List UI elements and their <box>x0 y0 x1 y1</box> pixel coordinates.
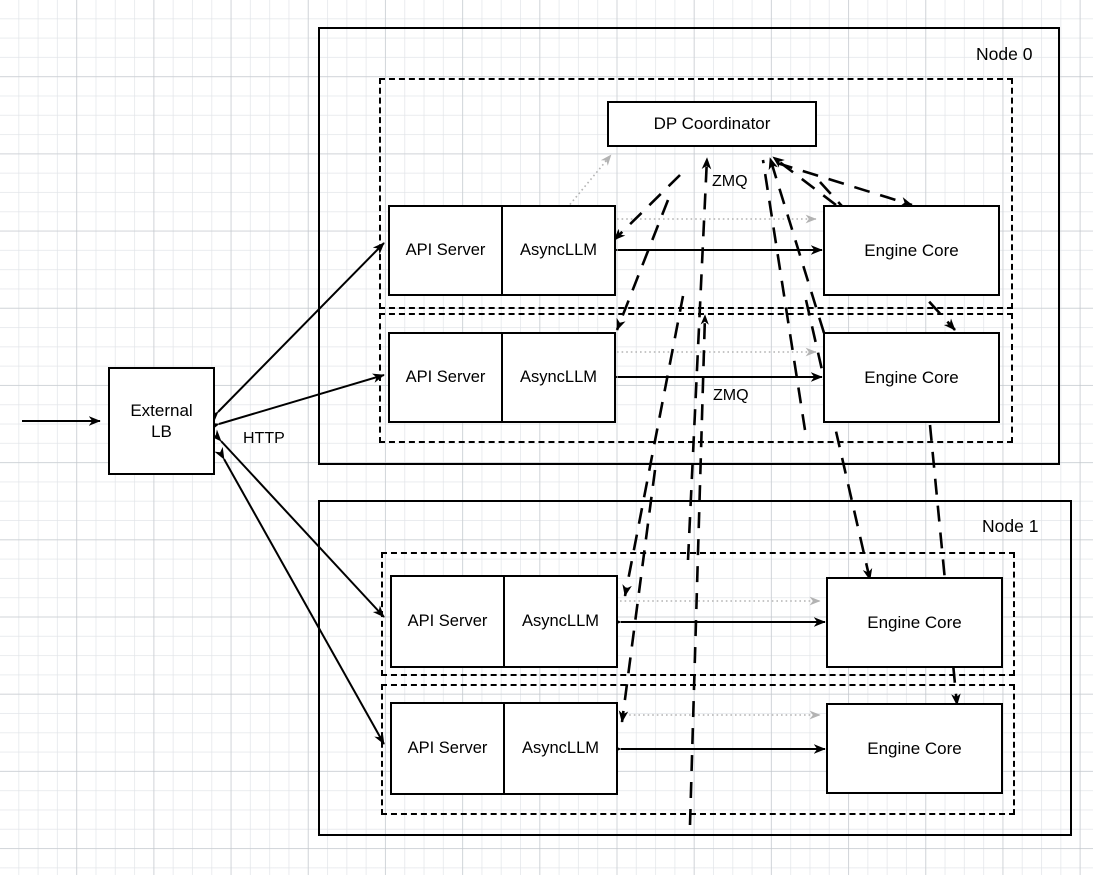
wire-coordinator-inbound-extra <box>761 159 807 431</box>
async-llm-label[interactable]: AsyncLLM <box>503 577 616 666</box>
zmq-label-top: ZMQ <box>712 173 748 190</box>
engine-core-label: Engine Core <box>864 240 959 260</box>
node-1-row-1-engine-core[interactable]: Engine Core <box>826 703 1003 794</box>
node-0-group-1 <box>379 313 1013 443</box>
http-label: HTTP <box>243 430 285 447</box>
engine-core-label: Engine Core <box>867 612 962 632</box>
wire-lb-apiserver-n1r1 <box>214 446 385 745</box>
wire-coordinator-outbound-n1r0 <box>804 299 873 581</box>
async-llm-label[interactable]: AsyncLLM <box>501 334 614 421</box>
dp-coordinator-label: DP Coordinator <box>653 114 771 134</box>
wire-lb-apiserver-n0r1 <box>206 373 385 432</box>
node-0-row-1-server-unit[interactable]: API Server AsyncLLM <box>388 332 616 423</box>
api-server-label[interactable]: API Server <box>405 368 486 386</box>
node-0-label: Node 0 <box>976 44 1033 64</box>
node-0-container <box>318 27 1060 465</box>
wire-coordinator-inbound-n1r0 <box>686 157 712 561</box>
node-1-row-1-server-unit[interactable]: API Server AsyncLLM <box>390 702 618 795</box>
engine-core-label: Engine Core <box>867 738 962 758</box>
wire-coordinator-outbound-n0r0 <box>776 161 913 207</box>
api-server-label[interactable]: API Server <box>407 739 488 757</box>
wire-coordinator-to-asyncllm-n1r0 <box>622 295 685 597</box>
wire-coordinator-inbound-n0r1 <box>768 157 826 334</box>
dp-coordinator-box[interactable]: DP Coordinator <box>607 101 817 147</box>
external-lb-label-line2: LB <box>151 422 172 441</box>
zmq-label-bottom: ZMQ <box>713 387 749 404</box>
engine-core-label: Engine Core <box>864 367 959 387</box>
async-llm-label[interactable]: AsyncLLM <box>501 207 614 294</box>
node-1-row-0-server-unit[interactable]: API Server AsyncLLM <box>390 575 618 668</box>
wire-coordinator-to-asyncllm-n0r0 <box>613 174 681 241</box>
async-llm-label[interactable]: AsyncLLM <box>503 704 616 793</box>
node-0-row-0-engine-core[interactable]: Engine Core <box>823 205 1000 296</box>
node-0-row-0-server-unit[interactable]: API Server AsyncLLM <box>388 205 616 296</box>
node-0-row-1-engine-core[interactable]: Engine Core <box>823 332 1000 423</box>
node-1-container <box>318 500 1072 836</box>
node-1-group-1 <box>381 684 1015 815</box>
api-server-label[interactable]: API Server <box>407 612 488 630</box>
node-1-row-0-engine-core[interactable]: Engine Core <box>826 577 1003 668</box>
wire-coordinator-inbound-n1r1 <box>688 314 709 826</box>
external-lb-label-line1: External <box>130 400 193 420</box>
external-lb-box[interactable]: External LB <box>108 367 215 475</box>
wire-coordinator-outbound-n1r1 <box>928 424 961 706</box>
node-1-group-0 <box>381 552 1015 676</box>
wire-coordinator-to-asyncllm-n1r1 <box>618 469 657 723</box>
node-0-group-0 <box>379 78 1013 309</box>
api-server-label[interactable]: API Server <box>405 241 486 259</box>
node-1-label: Node 1 <box>982 516 1039 536</box>
